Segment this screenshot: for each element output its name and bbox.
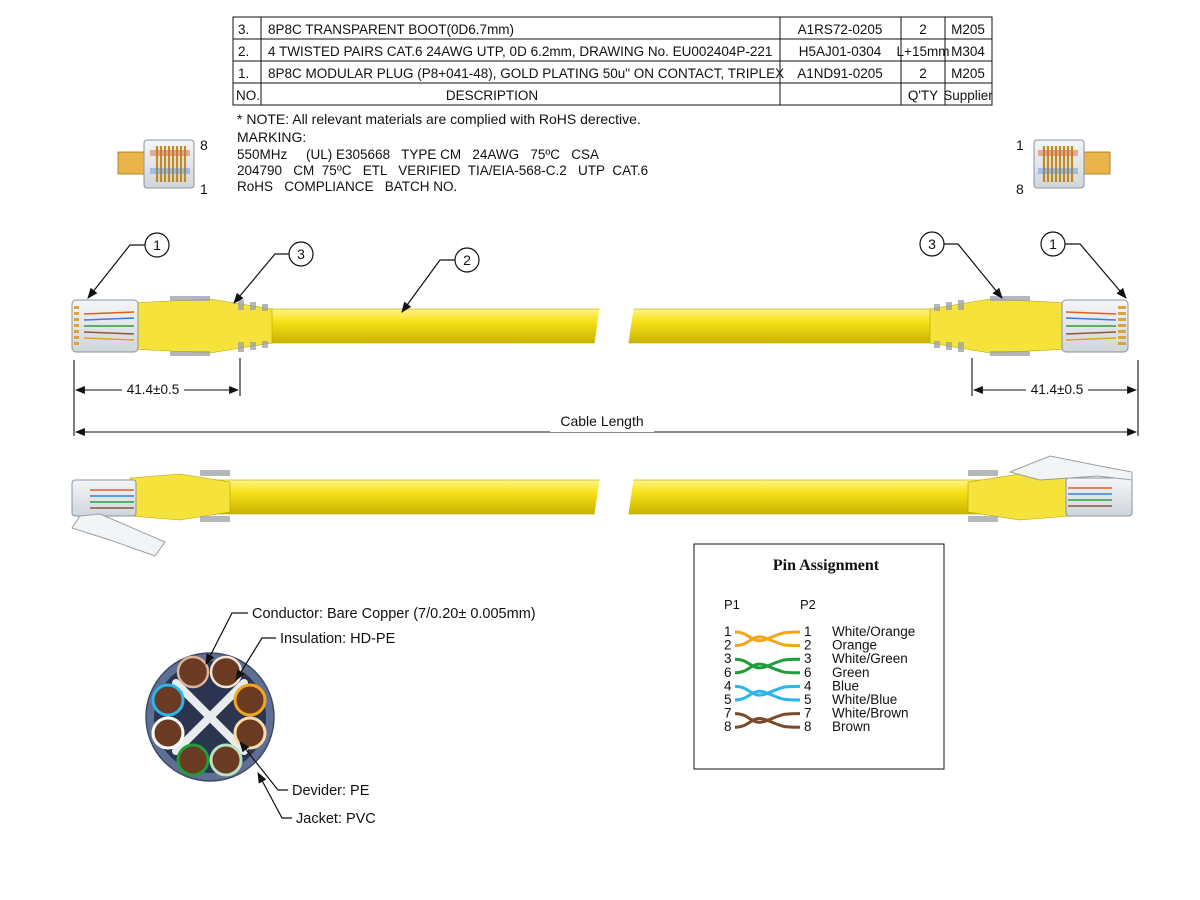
pair-3-wire-b [734,689,801,702]
notes-block: * NOTE: All relevant materials are compl… [237,111,648,194]
pin-p1-1: 1 [724,624,732,639]
pin-assignment-title: Pin Assignment [773,557,880,574]
pin-wire-orange: Orange [832,638,877,653]
callout-3-left: 3 [297,246,305,262]
dimension-lines: 41.4±0.5 41.4±0.5 Cable Length [73,358,1139,436]
bom-row-2-supplier: M304 [951,44,985,59]
bom-table: 3. 8P8C TRANSPARENT BOOT(0D6.7mm) A1RS72… [232,16,993,106]
right-dimension-label: 41.4±0.5 [1031,382,1083,397]
pin-p1-4: 4 [724,678,732,693]
pin-p1-2: 2 [724,638,732,653]
bom-header-description: DESCRIPTION [446,88,538,103]
marking-title: MARKING: [237,129,306,145]
bom-row-2-description: 4 TWISTED PAIRS CAT.6 24AWG UTP, 0D 6.2m… [268,44,772,59]
bom-row-3-no: 3. [238,22,249,37]
pin-p1-7: 7 [724,706,732,721]
pin-p2-4: 4 [804,678,812,693]
cable-length-label: Cable Length [560,413,643,429]
pin-wire-white-green: White/Green [832,651,908,666]
callout-2: 2 [463,252,471,268]
pair-1-wire-b [734,635,801,648]
pin-p2-3: 3 [804,651,812,666]
insulation-label: Insulation: HD-PE [280,631,396,647]
pin-p2-7: 7 [804,706,812,721]
pin-p1-5: 5 [724,692,732,707]
bom-header-qty: Q'TY [908,88,938,103]
bom-row-3-part: A1RS72-0205 [798,22,883,37]
bom-row-2-no: 2. [238,44,249,59]
bom-row-2-part: H5AJ01-0304 [799,44,882,59]
cable-cross-section [145,612,292,819]
p1-header: P1 [724,597,740,612]
left-plug-front-view [117,139,195,189]
bom-row-1-no: 1. [238,66,249,81]
marking-line-1: 550MHz (UL) E305668 TYPE CM 24AWG 75ºC C… [237,147,599,162]
marking-line-2: 204790 CM 75ºC ETL VERIFIED TIA/EIA-568-… [237,163,648,178]
left-plug-pin-1: 1 [200,181,208,197]
pair-4-wire-b [734,717,801,729]
pin-p2-5: 5 [804,692,812,707]
pin-wire-brown: Brown [832,719,870,734]
pair-2-wire-b [734,662,801,675]
pin-p1-6: 6 [724,665,732,680]
bom-row-1-description: 8P8C MODULAR PLUG (P8+041-48), GOLD PLAT… [268,66,784,81]
right-plug-front-view [1033,139,1111,189]
pin-p1-3: 3 [724,651,732,666]
pin-wire-blue: Blue [832,678,859,693]
pin-rows: 1 1 White/Orange 2 2 Orange 3 3 White/Green 6 6 Gre… [724,624,915,734]
right-plug-pin-1: 1 [1016,137,1024,153]
p2-header: P2 [800,597,816,612]
bom-row-3-description: 8P8C TRANSPARENT BOOT(0D6.7mm) [268,22,514,37]
pin-wire-white-brown: White/Brown [832,706,909,721]
pin-p2-2: 2 [804,638,812,653]
pin-p1-8: 8 [724,719,732,734]
bom-row-3-supplier: M205 [951,22,985,37]
callout-3-right: 3 [928,236,936,252]
rohs-note: * NOTE: All relevant materials are compl… [237,111,641,127]
marking-line-3: RoHS COMPLIANCE BATCH NO. [237,179,457,194]
pin-p2-8: 8 [804,719,812,734]
callout-1-right: 1 [1049,236,1057,252]
bom-row-2-qty: L+15mm [897,44,950,59]
callout-1-left: 1 [153,237,161,253]
bom-row-1-supplier: M205 [951,66,985,81]
left-dimension-label: 41.4±0.5 [127,382,179,397]
bom-row-3-qty: 2 [919,22,927,37]
pin-p2-1: 1 [804,624,812,639]
bom-row-1-part: A1ND91-0205 [797,66,883,81]
pin-wire-green: Green [832,665,870,680]
pin-wire-white-orange: White/Orange [832,624,915,639]
cable-assembly-side-view [71,455,1133,557]
cable-assembly-top-view [71,296,1129,356]
bom-header-supplier: Supplier [943,88,993,103]
pin-wire-white-blue: White/Blue [832,692,897,707]
right-plug-pin-8: 8 [1016,181,1024,197]
bom-row-1-qty: 2 [919,66,927,81]
callouts: 1 3 2 3 1 [87,231,1127,313]
pin-assignment-panel: Pin Assignment P1 P2 1 1 White/Orange 2 2 Ora… [693,543,945,770]
conductor-label: Conductor: Bare Copper (7/0.20± 0.005mm) [252,606,536,622]
divider-label: Devider: PE [292,783,370,799]
left-plug-pin-8: 8 [200,137,208,153]
pin-p2-6: 6 [804,665,812,680]
bom-header-no: NO. [236,88,260,103]
jacket-label: Jacket: PVC [296,811,376,827]
